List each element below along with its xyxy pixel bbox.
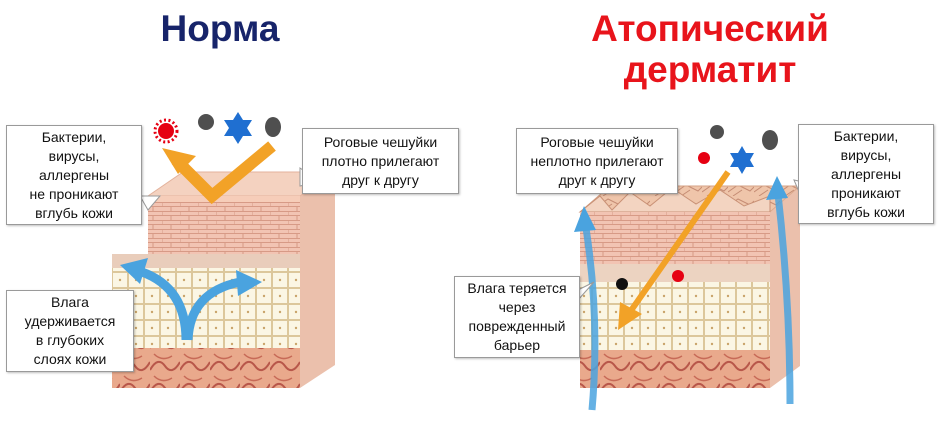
callout-pointer [139,195,162,211]
normal-skin-title: Норма [160,8,280,49]
black-particle-icon [616,278,628,290]
gray-virus-icon [710,125,724,139]
retained-moisture-arrows [120,258,262,341]
penetrating-particles-arrow [618,170,731,330]
red-bacteria-icon [698,152,710,164]
normal-skin-block [112,171,337,388]
blue-allergen-star-icon [730,146,754,174]
red-bacteria-icon [672,270,684,282]
callout-moisture-normal: Влага удерживается в глубоких слоях кожи [6,290,134,372]
deflected-particles-arrow [162,141,276,205]
callout-scales-normal: Роговые чешуйки плотно прилегают друг к … [302,128,459,194]
gray-virus-icon [265,117,281,137]
atopic-dermatitis-title: Атопический дерматит [591,8,829,91]
callout-scales-atopic: Роговые чешуйки неплотно прилегают друг … [516,128,678,194]
gray-virus-icon [198,114,214,130]
atopic-skin-block [578,185,802,388]
moisture-loss-arrows [574,176,794,411]
gray-virus-icon [762,130,778,150]
callout-moisture-atopic: Влага теряется через поврежденный барьер [454,276,580,358]
red-bacteria-icon [153,118,179,144]
callout-barrier-normal: Бактерии, вирусы, аллергены не проникают… [6,125,142,225]
callout-barrier-atopic: Бактерии, вирусы, аллергены проникают вг… [798,124,934,224]
blue-allergen-star-icon [224,112,252,144]
